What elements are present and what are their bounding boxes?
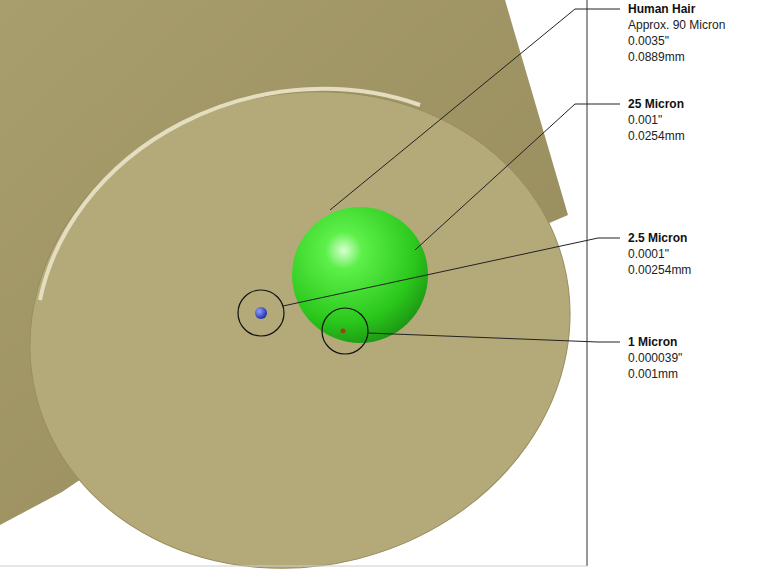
- leader-line: [415, 104, 620, 250]
- size-label: 1 Micron: [628, 334, 677, 350]
- size-value: 0.001mm: [628, 366, 678, 382]
- size-value: 0.00254mm: [628, 262, 691, 278]
- particle-2-5-micron: [255, 307, 267, 319]
- size-value: 0.0254mm: [628, 128, 685, 144]
- leader-line: [368, 333, 620, 342]
- size-value: 0.0001": [628, 246, 669, 262]
- size-value: 0.001": [628, 112, 662, 128]
- size-value: Approx. 90 Micron: [628, 17, 725, 33]
- size-label: Human Hair: [628, 1, 695, 17]
- frame-line: [587, 0, 588, 566]
- leader-line: [283, 238, 620, 306]
- size-label: 2.5 Micron: [628, 230, 687, 246]
- size-label: 25 Micron: [628, 96, 684, 112]
- size-value: 0.0035": [628, 33, 669, 49]
- particle-25-micron: [292, 207, 428, 343]
- particle-1-micron: [341, 329, 346, 334]
- size-value: 0.000039": [628, 350, 682, 366]
- hair-cross-section: [0, 35, 621, 580]
- leader-line: [330, 9, 620, 210]
- highlight-circle: [238, 290, 284, 336]
- size-value: 0.0889mm: [628, 49, 685, 65]
- frame-line: [0, 566, 587, 567]
- highlight-circle: [322, 308, 368, 354]
